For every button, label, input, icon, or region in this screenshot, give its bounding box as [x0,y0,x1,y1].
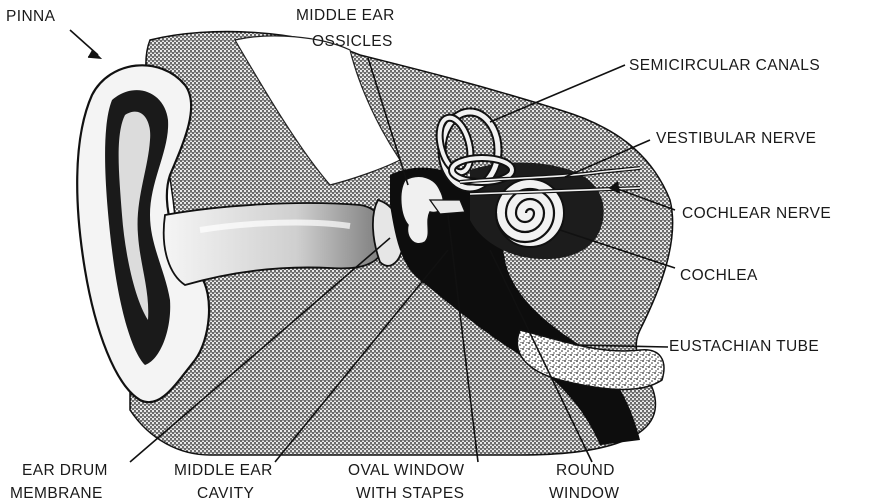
label-ear-drum-line1: EAR DRUM [22,462,108,479]
label-ear-drum-line2: MEMBRANE [10,485,103,502]
label-vestibular-nerve: VESTIBULAR NERVE [656,130,816,147]
label-middle-ear-cavity-line2: CAVITY [197,485,254,502]
label-eustachian-tube: EUSTACHIAN TUBE [669,338,819,355]
label-semicircular-canals: SEMICIRCULAR CANALS [629,57,820,74]
label-middle-ear-ossicles-line1: MIDDLE EAR [296,7,395,24]
label-pinna: PINNA [6,8,56,25]
label-cochlea: COCHLEA [680,267,758,284]
label-oval-window-line2: WITH STAPES [356,485,464,502]
label-middle-ear-ossicles-line2: OSSICLES [312,33,393,50]
label-middle-ear-cavity-line1: MIDDLE EAR [174,462,273,479]
pinna-arrowhead [88,50,100,58]
label-round-window-line1: ROUND [556,462,615,479]
label-oval-window-line1: OVAL WINDOW [348,462,464,479]
label-round-window-line2: WINDOW [549,485,619,502]
label-cochlear-nerve: COCHLEAR NERVE [682,205,831,222]
